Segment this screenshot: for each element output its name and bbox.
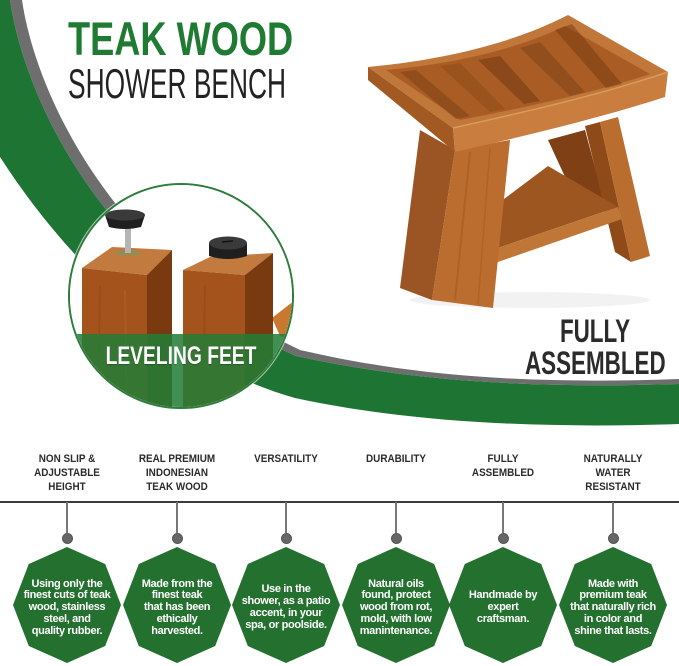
- feature-water-resistant: NATURALLY WATER RESISTANT Made with prem…: [559, 440, 667, 666]
- feature-versatility: VERSATILITY Use in the shower, as a pati…: [232, 440, 340, 666]
- feature-description: Use in the shower, as a patio accent, in…: [241, 583, 331, 631]
- title-shower-bench: SHOWER BENCH: [68, 59, 287, 107]
- leveling-feet-label: LEVELING FEET: [105, 341, 257, 370]
- feature-fully-assembled: FULLY ASSEMBLED Handmade by expert craft…: [449, 440, 557, 666]
- bench-seat-side: [368, 67, 455, 152]
- label-overlay: [70, 334, 292, 407]
- bench-right-leg-inner: [585, 122, 631, 262]
- title-teak-wood: TEAK WOOD: [68, 12, 294, 65]
- connector-dot-icon: [390, 532, 402, 544]
- connector-line: [176, 502, 178, 533]
- bench-seat-front: [453, 72, 668, 152]
- connector-line: [66, 502, 68, 533]
- feature-premium-teak: REAL PREMIUM INDONESIAN TEAK WOOD Made f…: [123, 440, 231, 666]
- feature-octagon: Natural oils found, protect wood from ro…: [342, 547, 450, 663]
- connector-line: [502, 502, 504, 533]
- fully-assembled-line1: FULLY: [559, 313, 631, 349]
- timeline-divider: [0, 501, 679, 503]
- feature-octagon: Using only the finest cuts of teak wood,…: [13, 547, 121, 663]
- fully-assembled-callout: FULLY ASSEMBLED: [525, 313, 666, 381]
- connector-line: [395, 502, 397, 533]
- bench-right-leg: [600, 117, 650, 262]
- bench-shelf-front: [492, 207, 622, 264]
- bench-left-leg-front: [432, 140, 510, 308]
- connector-dot-icon: [61, 532, 73, 544]
- feature-octagon: Handmade by expert craftsman.: [449, 547, 557, 663]
- feature-octagon: Made with premium teak that naturally ri…: [559, 547, 667, 663]
- bench-left-leg-side: [400, 130, 455, 300]
- leveling-feet-image: [70, 185, 292, 407]
- connector-dot-icon: [171, 532, 183, 544]
- feature-description: Handmade by expert craftsman.: [468, 589, 538, 625]
- threaded-stem: [125, 226, 131, 253]
- feature-description: Natural oils found, protect wood from ro…: [359, 577, 433, 637]
- bench-back-leg: [548, 130, 605, 205]
- feature-label: DURABILITY: [366, 453, 426, 465]
- feature-label: NATURALLY WATER RESISTANT: [583, 453, 643, 493]
- feature-description: Made with premium teak that naturally ri…: [570, 577, 656, 637]
- connector-line: [285, 502, 287, 533]
- connector-dot-icon: [497, 532, 509, 544]
- feature-label: REAL PREMIUM INDONESIAN TEAK WOOD: [138, 453, 216, 493]
- feature-label: NON SLIP & ADJUSTABLE HEIGHT: [34, 453, 100, 493]
- left-post-top: [82, 247, 172, 275]
- connector-line: [612, 502, 614, 533]
- leveling-feet-inset: [68, 183, 294, 409]
- bench-seat-planks: [386, 26, 650, 120]
- feature-octagon: Use in the shower, as a patio accent, in…: [232, 547, 340, 663]
- fully-assembled-line2: ASSEMBLED: [525, 345, 666, 381]
- connector-dot-icon: [607, 532, 619, 544]
- feature-durability: DURABILITY Natural oils found, protect w…: [342, 440, 450, 666]
- feature-octagon: Made from the finest teak that has been …: [123, 547, 231, 663]
- connector-dot-icon: [280, 532, 292, 544]
- feature-non-slip: NON SLIP & ADJUSTABLE HEIGHT Using only …: [13, 440, 121, 666]
- feature-description: Made from the finest teak that has been …: [141, 577, 213, 637]
- right-post-top: [183, 253, 273, 275]
- feature-label: FULLY ASSEMBLED: [471, 453, 535, 479]
- bench-shelf-top: [492, 166, 618, 250]
- feature-description: Using only the finest cuts of teak wood,…: [23, 577, 111, 637]
- features-section: NON SLIP & ADJUSTABLE HEIGHT Using only …: [0, 440, 679, 666]
- feature-label: VERSATILITY: [254, 453, 318, 465]
